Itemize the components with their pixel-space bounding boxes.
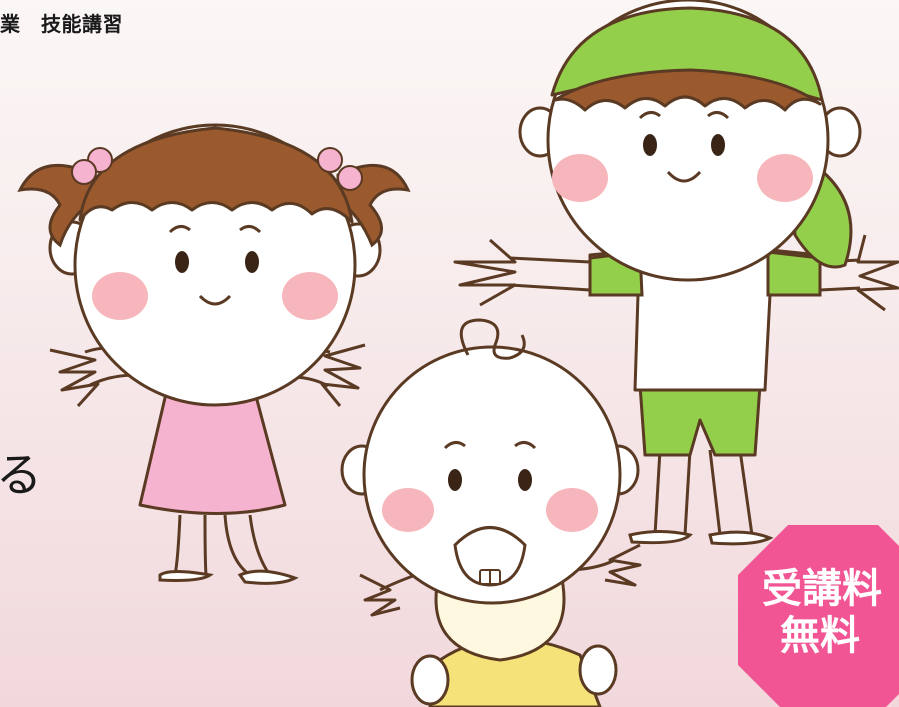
badge-text: 受講料 無料 <box>762 566 882 660</box>
badge-octagon <box>738 525 899 707</box>
page-header-label: 業 技能講習 <box>0 12 123 36</box>
baby-figure <box>340 318 642 707</box>
girl-figure <box>17 123 411 585</box>
badge-line-2: 無料 <box>780 613 860 660</box>
free-badge <box>738 525 899 707</box>
badge-line-1: 受講料 <box>762 566 882 612</box>
partial-text: る <box>0 448 42 502</box>
boy-figure <box>453 0 899 546</box>
